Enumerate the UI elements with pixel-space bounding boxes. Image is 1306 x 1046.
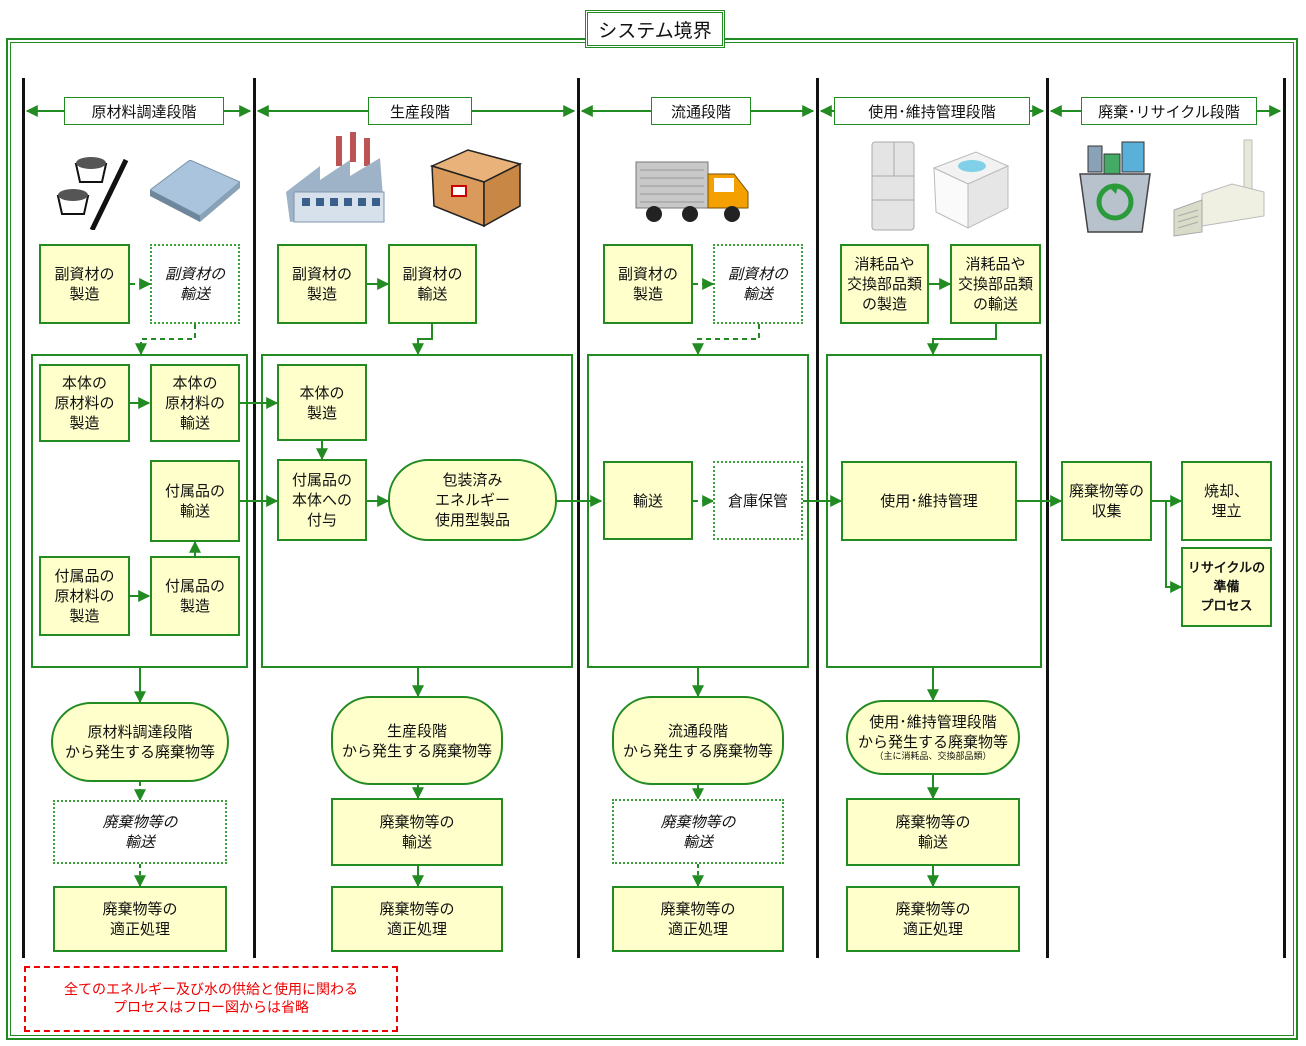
s4-waste-transport: 廃棄物等の 輸送	[846, 798, 1020, 866]
column-divider	[22, 78, 25, 958]
s1-sub-material-manufacturing: 副資材の 製造	[39, 244, 130, 324]
s2-sub-material-manufacturing: 副資材の 製造	[277, 244, 367, 324]
column-divider	[253, 78, 256, 958]
s4-waste-generated: 使用･維持管理段階 から発生する廃棄物等 （主に消耗品、交換部品類）	[846, 700, 1020, 775]
s2-waste-transport: 廃棄物等の 輸送	[331, 798, 503, 866]
s1-accessory-manufacturing: 付属品の 製造	[150, 556, 240, 636]
s4-waste-generated-label: 使用･維持管理段階 から発生する廃棄物等	[857, 713, 1008, 751]
s2-waste-treatment: 廃棄物等の 適正処理	[331, 886, 503, 952]
system-boundary-title: システム境界	[585, 10, 725, 48]
s3-transport: 輸送	[603, 461, 693, 540]
s2-packaged-product: 包装済み エネルギー 使用型製品	[388, 459, 557, 541]
s1-waste-treatment: 廃棄物等の 適正処理	[53, 886, 227, 952]
column-divider	[577, 78, 580, 958]
incinerator-icon	[1172, 136, 1272, 238]
use-process-group	[826, 354, 1042, 668]
column-divider	[816, 78, 819, 958]
production-process-group	[261, 354, 573, 668]
washing-machine-icon	[930, 148, 1010, 230]
s3-warehouse-storage: 倉庫保管	[713, 461, 803, 540]
s4-waste-generated-note: （主に消耗品、交換部品類）	[874, 752, 992, 762]
ore-icon	[52, 146, 132, 232]
s1-accessory-transport: 付属品の 輸送	[150, 460, 240, 542]
s5-incineration-landfill: 焼却、 埋立	[1181, 461, 1272, 541]
s2-sub-material-transport: 副資材の 輸送	[388, 244, 477, 324]
stage-label-raw-material: 原材料調達段階	[64, 97, 224, 125]
s1-sub-material-transport: 副資材の 輸送	[150, 244, 240, 324]
stage-label-use-maintenance: 使用･維持管理段階	[834, 97, 1030, 125]
factory-icon	[280, 130, 390, 226]
recycle-bin-icon	[1066, 140, 1162, 236]
s3-waste-transport: 廃棄物等の 輸送	[612, 799, 784, 864]
s4-use-maintenance: 使用･維持管理	[841, 461, 1017, 541]
s1-body-raw-material-manufacturing: 本体の 原材料の 製造	[39, 364, 130, 442]
s4-waste-treatment: 廃棄物等の 適正処理	[846, 886, 1020, 952]
s4-consumables-manufacturing: 消耗品や 交換部品類 の製造	[840, 244, 929, 324]
s5-recycling-preparation: リサイクルの 準備 プロセス	[1181, 547, 1272, 627]
distribution-process-group	[587, 354, 809, 668]
refrigerator-icon	[870, 140, 916, 232]
s3-waste-treatment: 廃棄物等の 適正処理	[612, 886, 784, 952]
cardboard-box-icon	[428, 148, 524, 228]
s2-accessory-attachment: 付属品の 本体への 付与	[277, 459, 367, 541]
s5-waste-collection: 廃棄物等の 収集	[1061, 461, 1152, 541]
s3-sub-material-transport: 副資材の 輸送	[713, 244, 803, 324]
s1-waste-transport: 廃棄物等の 輸送	[53, 800, 227, 864]
s1-accessory-raw-material-manufacturing: 付属品の 原材料の 製造	[39, 556, 130, 636]
stage-label-production: 生産段階	[368, 97, 472, 125]
stage-label-disposal-recycling: 廃棄･リサイクル段階	[1081, 97, 1257, 125]
stage-label-distribution: 流通段階	[651, 97, 751, 125]
column-divider	[1283, 78, 1286, 958]
s3-waste-generated: 流通段階 から発生する廃棄物等	[612, 696, 784, 785]
metal-sheet-icon	[149, 159, 241, 222]
s4-consumables-transport: 消耗品や 交換部品類 の輸送	[950, 244, 1041, 324]
omission-note: 全てのエネルギー及び水の供給と使用に関わる プロセスはフロー図からは省略	[24, 966, 398, 1032]
s1-waste-generated: 原材料調達段階 から発生する廃棄物等	[51, 702, 229, 782]
truck-icon	[634, 158, 754, 224]
raw-material-process-group	[31, 354, 248, 668]
s1-body-raw-material-transport: 本体の 原材料の 輸送	[150, 364, 240, 442]
column-divider	[1046, 78, 1049, 958]
s2-waste-generated: 生産段階 から発生する廃棄物等	[331, 696, 503, 785]
s3-sub-material-manufacturing: 副資材の 製造	[603, 244, 693, 324]
s2-body-manufacturing: 本体の 製造	[277, 364, 367, 441]
